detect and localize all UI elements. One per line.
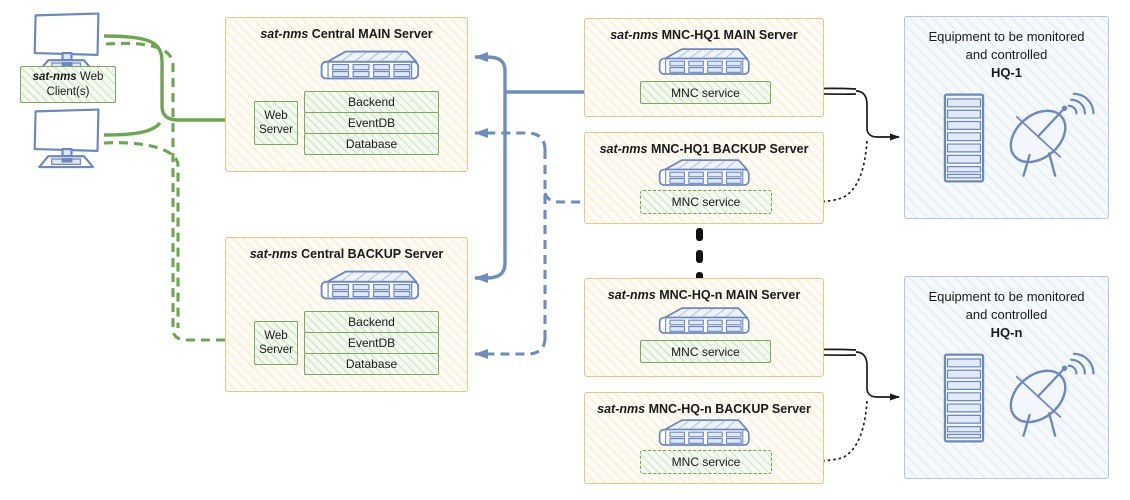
satellite-dish-icon [1004, 82, 1096, 184]
central-main-service-backend: Backend [304, 91, 439, 113]
mnc-hq1-backup-service-box: MNC service [640, 190, 772, 214]
mnc-hq1-backup-title: sat-nms MNC-HQ1 BACKUP Server [599, 142, 809, 156]
mnc-hqn-main-service-box: MNC service [640, 340, 771, 363]
continuation-dots [696, 228, 703, 285]
desktop-monitor-icon [26, 106, 108, 176]
equipment-hq1-name: HQ-1 [990, 65, 1023, 81]
equipment-rack-icon [938, 350, 990, 446]
central-backup-server-title: sat-nms Central BACKUP Server [249, 247, 444, 261]
web-clients-brand: sat-nms [32, 71, 77, 84]
central-main-server-title: sat-nms Central MAIN Server [260, 27, 433, 41]
equipment-hqn-name: HQ-n [990, 325, 1023, 341]
mnc-hqn-backup-title: sat-nms MNC-HQ-n BACKUP Server [597, 402, 811, 416]
mnc-hq1-main-service-box: MNC service [640, 81, 771, 104]
central-main-web-server-box: Web Server [254, 101, 298, 145]
central-backup-service-database: Database [304, 353, 439, 375]
satellite-dish-icon [1004, 342, 1096, 444]
rack-server-icon [650, 303, 755, 339]
rack-server-icon [650, 44, 755, 80]
equipment-hqn-box: Equipment to be monitored and controlled… [904, 276, 1109, 479]
web-clients-box: sat-nms Web Client(s) [20, 66, 116, 103]
mnc-hqn-main-title: sat-nms MNC-HQ-n MAIN Server [607, 288, 801, 302]
link-central-backup-to-mnc-backup [474, 128, 635, 359]
link-clients-to-central-backup [103, 41, 247, 345]
link-clients-to-central-main [103, 34, 249, 137]
equipment-hq1-box: Equipment to be monitored and controlled… [904, 16, 1109, 219]
central-backup-service-backend: Backend [304, 311, 439, 333]
central-backup-service-eventdb: EventDB [304, 332, 439, 354]
equipment-rack-icon [938, 90, 990, 186]
web-clients-label: Web Client(s) [46, 71, 104, 98]
mnc-hqn-backup-service-box: MNC service [640, 450, 772, 474]
rack-server-icon [650, 415, 755, 451]
central-main-service-database: Database [304, 133, 439, 155]
rack-server-icon [312, 266, 424, 305]
rack-server-icon [312, 46, 424, 85]
mnc-hq1-main-title: sat-nms MNC-HQ1 MAIN Server [610, 28, 798, 42]
central-backup-web-server-box: Web Server [254, 321, 298, 365]
central-main-service-eventdb: EventDB [304, 112, 439, 134]
equipment-hqn-title: Equipment to be monitored and controlled… [905, 277, 1108, 343]
equipment-hq1-title: Equipment to be monitored and controlled… [905, 17, 1108, 83]
rack-server-icon [650, 155, 755, 191]
